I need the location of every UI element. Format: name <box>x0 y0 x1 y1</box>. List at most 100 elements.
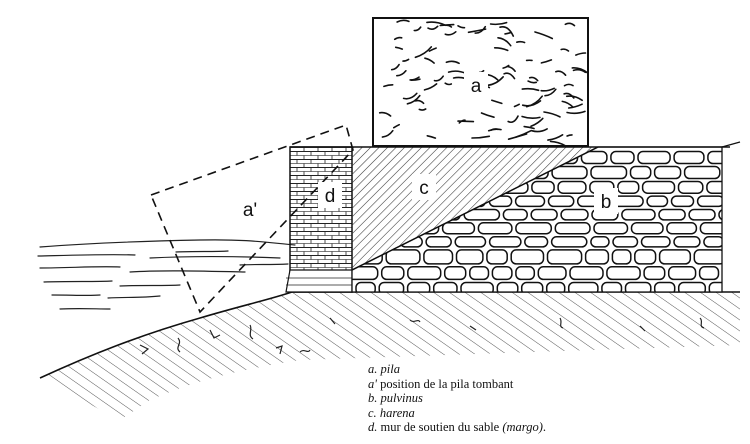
cobblestone <box>488 236 522 248</box>
texture-stroke <box>560 48 570 52</box>
texture-stroke <box>525 95 543 108</box>
cobblestone <box>721 266 722 281</box>
falling-pila-outline <box>149 123 354 314</box>
cobblestone <box>653 165 682 180</box>
cobblestone <box>584 249 610 265</box>
cobblestone <box>557 180 587 194</box>
texture-stroke <box>409 76 420 81</box>
cobblestone <box>580 150 608 165</box>
label-d-bg <box>318 182 342 208</box>
cobblestone <box>646 195 669 208</box>
label-a: a <box>471 76 482 97</box>
texture-stroke <box>547 134 564 141</box>
texture-stroke <box>549 140 568 146</box>
water-lines <box>37 239 296 310</box>
cobblestone <box>634 249 657 265</box>
cobblestone <box>425 236 452 248</box>
texture-stroke <box>540 59 553 64</box>
texture-stroke <box>457 25 466 29</box>
legend: a. pila a' position de la pila tombant b… <box>368 362 738 435</box>
texture-stroke <box>396 19 410 23</box>
legend-text: position de la pila tombant <box>376 376 514 391</box>
texture-stroke <box>516 40 526 44</box>
cobblestone <box>698 266 720 281</box>
texture-stroke <box>414 99 425 105</box>
cobblestone <box>530 208 558 221</box>
cobblestone <box>560 208 589 221</box>
texture-stroke <box>471 135 491 139</box>
cobblestone <box>667 266 697 281</box>
texture-stroke <box>390 63 400 71</box>
cobblestone <box>658 208 686 221</box>
label-d: d <box>325 186 336 207</box>
legend-suffix: . <box>542 420 546 435</box>
cobblestone <box>593 222 629 235</box>
cobblestone <box>606 266 641 281</box>
texture-stroke <box>571 67 588 75</box>
ground-slope <box>40 292 740 420</box>
cobblestone <box>641 180 676 194</box>
texture-stroke <box>490 128 499 131</box>
texture-stroke <box>423 83 438 91</box>
cobblestone <box>514 195 546 208</box>
texture-stroke <box>502 64 510 69</box>
texture-stroke <box>489 21 508 26</box>
cobblestone <box>380 266 405 281</box>
cobblestone <box>590 236 610 248</box>
texture-stroke <box>457 120 475 123</box>
cobblestone <box>696 195 722 208</box>
cobblestone <box>658 249 692 265</box>
texture-stroke <box>444 31 457 36</box>
cobblestone <box>463 208 501 221</box>
cobblestone <box>630 222 664 235</box>
texture-stroke <box>426 21 447 26</box>
texture-stroke <box>491 99 503 105</box>
label-c-bg <box>412 174 436 200</box>
texture-stroke <box>523 125 535 130</box>
cobblestone <box>703 236 722 248</box>
legend-text: mur de soutien du sable <box>377 420 503 435</box>
texture-stroke <box>563 83 574 87</box>
label-b-bg <box>594 188 618 214</box>
texture-stroke <box>567 103 583 109</box>
cobblestone <box>673 236 701 248</box>
cobblestone <box>554 222 591 235</box>
legend-key: a' <box>368 376 377 391</box>
legend-key: d. <box>368 420 378 435</box>
wall-d-base <box>285 269 353 293</box>
cobblestone <box>590 165 628 180</box>
texture-stroke <box>433 75 444 82</box>
texture-stroke <box>426 135 437 139</box>
texture-stroke <box>575 52 587 56</box>
cobblestone <box>688 208 716 221</box>
legend-key: a. <box>368 362 378 376</box>
cobblestone <box>537 266 567 281</box>
texture-stroke <box>499 26 515 37</box>
texture-stroke <box>414 46 433 59</box>
texture-stroke <box>507 115 519 124</box>
cobblestone <box>683 165 721 180</box>
ground-line <box>39 291 740 379</box>
cobblestone <box>515 266 536 281</box>
texture-stroke <box>393 36 403 41</box>
cobblestone <box>491 266 513 281</box>
texture-stroke <box>507 133 528 140</box>
cobblestone <box>699 222 722 235</box>
ground-scribbles <box>139 317 705 355</box>
texture-stroke <box>406 94 421 105</box>
texture-stroke <box>531 128 548 133</box>
texture-stroke <box>534 31 554 40</box>
label-a-prime: a' <box>243 200 257 221</box>
texture-stroke <box>530 117 544 128</box>
label-c: c <box>419 178 429 199</box>
texture-stroke <box>565 95 583 102</box>
cobblestone <box>455 249 484 265</box>
texture-stroke <box>396 70 407 77</box>
texture-stroke <box>458 119 466 124</box>
texture-stroke <box>427 25 439 31</box>
dividing-slope <box>351 146 599 271</box>
cobblestone <box>610 150 635 165</box>
legend-term: pulvinus <box>380 391 423 406</box>
texture-stroke <box>402 58 410 62</box>
label-a-bg <box>464 72 488 98</box>
